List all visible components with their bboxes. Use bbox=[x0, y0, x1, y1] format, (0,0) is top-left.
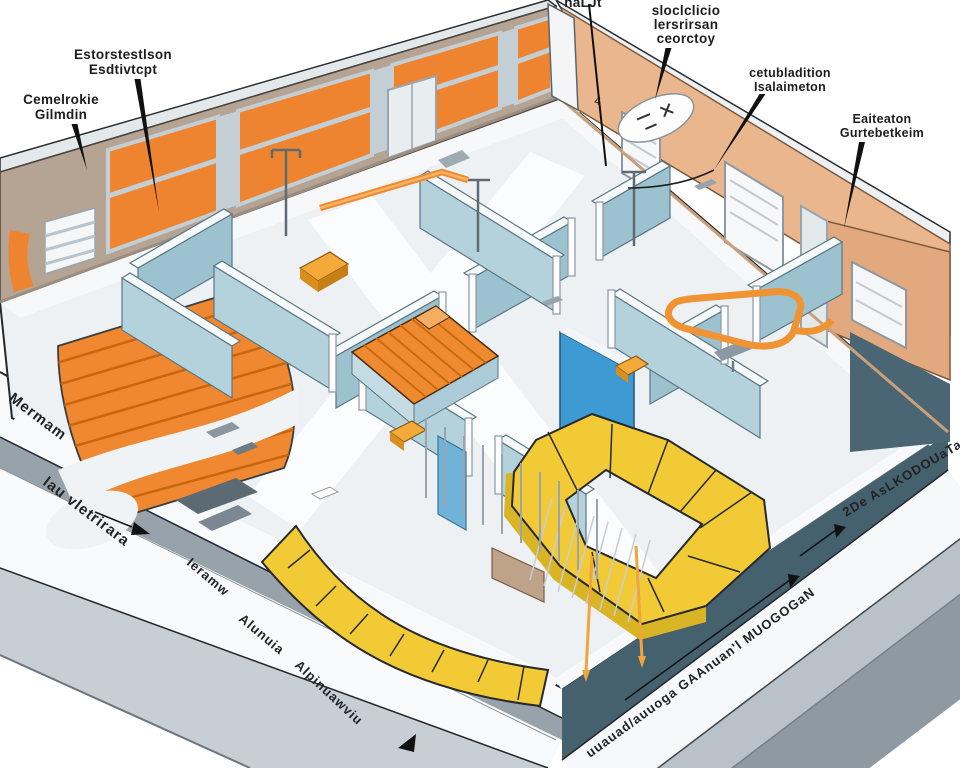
svg-text:Esdtivtcpt: Esdtivtcpt bbox=[89, 62, 157, 77]
tan-wall-stub bbox=[491, 547, 545, 603]
svg-text:cetubladition: cetubladition bbox=[749, 66, 831, 80]
leader-wedge bbox=[134, 79, 159, 212]
wall-plaque bbox=[617, 93, 695, 143]
ottomans bbox=[298, 251, 650, 451]
callout-ceiling-plaque: sloclclicio lersrirsan ceorctoy bbox=[652, 3, 721, 46]
svg-text:sloclclicio: sloclclicio bbox=[652, 3, 721, 18]
callout-east-window: Eaiteaton Gurtebetkeim bbox=[840, 112, 924, 140]
callout-leaders bbox=[71, 3, 865, 228]
band-arrowhead-icon bbox=[131, 522, 150, 535]
leader-wedge bbox=[71, 124, 87, 170]
mullion bbox=[500, 28, 516, 108]
band-arrowhead-icon bbox=[398, 734, 416, 752]
window-bay-2 bbox=[236, 68, 374, 208]
platform-right-bands bbox=[561, 426, 960, 768]
window-pane-left-curved bbox=[8, 230, 34, 292]
stair-fan bbox=[46, 289, 298, 550]
cable-arrowhead-icon bbox=[582, 670, 590, 682]
tiered-seating bbox=[260, 524, 550, 708]
pillow bbox=[414, 305, 451, 330]
leader-wedge bbox=[844, 142, 865, 228]
u-couch bbox=[504, 412, 772, 640]
duct-loop bbox=[665, 288, 805, 350]
callout-labels: Cemelrokie Gilmdin Estorstestlson Esdtiv… bbox=[23, 0, 924, 140]
callout-right-wall: cetubladition Isalaimeton bbox=[749, 66, 831, 94]
mullion bbox=[218, 111, 238, 212]
svg-text:ceorctoy: ceorctoy bbox=[657, 31, 716, 46]
equipment-items bbox=[176, 150, 752, 531]
svg-text:lersrirsan: lersrirsan bbox=[654, 17, 719, 32]
wall-number-mark: 4 bbox=[593, 95, 602, 108]
north-pillar bbox=[547, 2, 579, 112]
svg-text:Eaiteaton: Eaiteaton bbox=[853, 112, 912, 126]
callout-window-detail: Estorstestlson Esdtivtcpt bbox=[74, 47, 172, 77]
orange-ducts bbox=[319, 168, 835, 682]
callout-window-wall: Cemelrokie Gilmdin bbox=[23, 92, 99, 122]
cable-arrowhead-icon bbox=[638, 656, 646, 668]
peach-wall bbox=[555, 0, 951, 452]
leader-wedge bbox=[714, 94, 766, 170]
band-arrowhead-icon bbox=[788, 574, 800, 588]
railing-spindles bbox=[425, 418, 598, 579]
iv-stands bbox=[270, 148, 646, 252]
bed bbox=[350, 305, 500, 428]
callout-corner-partial: haLJt bbox=[564, 0, 602, 10]
partition-walls bbox=[120, 160, 844, 548]
leader-line bbox=[588, 3, 607, 167]
leader-wedge bbox=[655, 48, 672, 100]
svg-text:haLJt: haLJt bbox=[564, 0, 602, 10]
window-wall bbox=[0, 0, 563, 304]
svg-text:Estorstestlson: Estorstestlson bbox=[74, 47, 172, 62]
walkway-curve bbox=[58, 388, 298, 506]
svg-text:Isalaimeton: Isalaimeton bbox=[754, 80, 826, 94]
svg-text:Gurtebetkeim: Gurtebetkeim bbox=[840, 126, 924, 140]
svg-text:Cemelrokie: Cemelrokie bbox=[23, 92, 99, 107]
corner-window bbox=[851, 260, 907, 350]
svg-text:Gilmdin: Gilmdin bbox=[35, 107, 87, 122]
band-arrowhead-icon bbox=[834, 524, 846, 538]
window-bay-4 bbox=[514, 14, 554, 106]
